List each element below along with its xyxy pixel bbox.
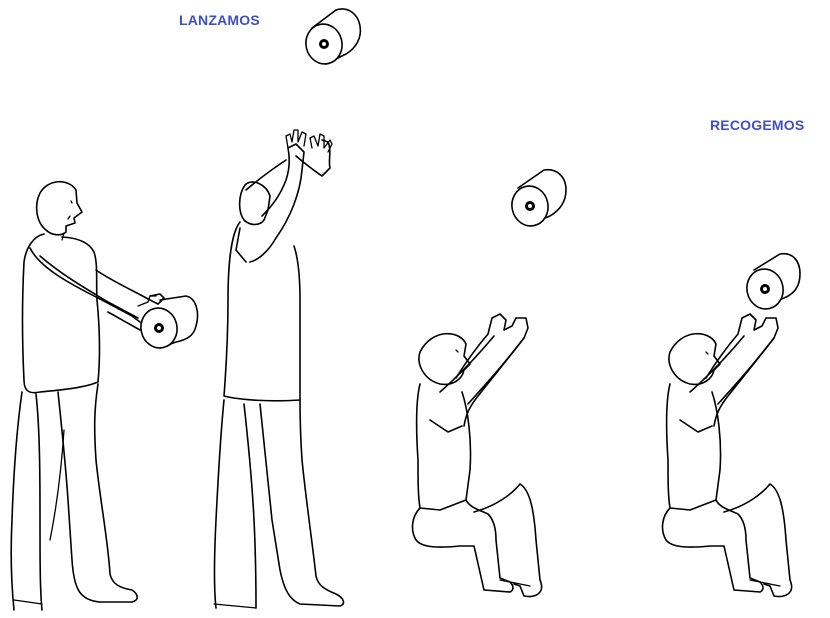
paper-roll-airborne-top <box>302 9 360 67</box>
figure-standing-throwing <box>214 130 343 608</box>
paper-roll-airborne-middle <box>508 170 566 230</box>
figure-standing-holding <box>11 182 164 610</box>
caption-throw: LANZAMOS <box>179 12 260 28</box>
paper-roll-held <box>137 296 197 351</box>
figure-kneeling-waiting <box>413 314 542 596</box>
figure-kneeling-catching <box>663 314 792 596</box>
caption-catch: RECOGEMOS <box>710 117 804 133</box>
paper-roll-being-caught <box>743 254 800 313</box>
